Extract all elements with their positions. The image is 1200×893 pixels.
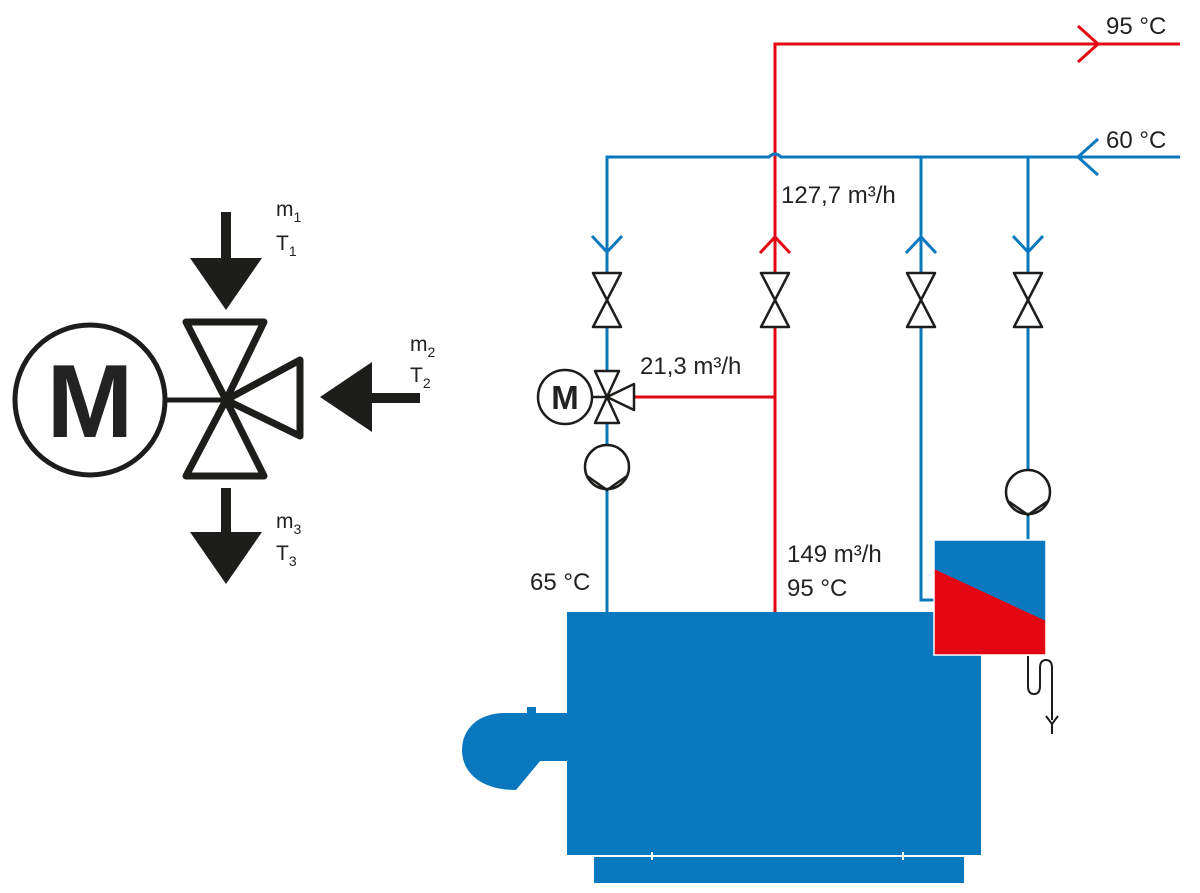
boiler-schematic: M bbox=[462, 13, 1180, 883]
circulation-pump-left bbox=[583, 443, 631, 492]
hx-return-pipe bbox=[919, 157, 934, 602]
inlet1-mass-label: m1 bbox=[276, 198, 302, 225]
valve-body-top bbox=[182, 318, 268, 404]
outlet-mass-label: m3 bbox=[276, 510, 302, 537]
boiler-flow-label: 149 m³/h bbox=[787, 541, 882, 568]
motor-letter: M bbox=[47, 344, 134, 460]
flow-chevron-left-branch bbox=[590, 234, 624, 255]
circulation-pump-hx bbox=[1004, 468, 1052, 517]
supply-outlet-arrowhead bbox=[1076, 24, 1101, 64]
return-main-pipe bbox=[605, 152, 1180, 612]
inlet-arrow-top bbox=[190, 212, 262, 310]
shutoff-valve-pump bbox=[1012, 271, 1044, 329]
inlet-arrow-right bbox=[320, 362, 420, 432]
inlet2-mass-label: m2 bbox=[410, 333, 436, 360]
valve-body-bottom bbox=[182, 396, 268, 480]
supply-flow-label: 127,7 m³/h bbox=[781, 182, 896, 209]
mixing-valve-motor-letter: M bbox=[551, 379, 579, 416]
return-inlet-arrowhead bbox=[1075, 137, 1100, 177]
boiler-outlet-temp-label: 95 °C bbox=[787, 575, 847, 602]
shutoff-valve-supply bbox=[759, 271, 791, 329]
motorized-mixing-valve: M bbox=[536, 368, 636, 426]
mixing-valve-motor bbox=[536, 368, 594, 426]
inlet1-temp-label: T1 bbox=[276, 232, 297, 259]
flow-chevron-hx-branch bbox=[904, 234, 938, 255]
boiler-body bbox=[567, 612, 981, 855]
flue-gas-heat-exchanger bbox=[933, 539, 1047, 656]
bypass-flow-label: 21,3 m³/h bbox=[640, 353, 741, 380]
return-temp-label: 60 °C bbox=[1106, 127, 1166, 154]
shutoff-valve-left bbox=[591, 271, 623, 329]
mixing-valve-symbol: M m1 T1 m2 T2 m3 T3 bbox=[12, 198, 436, 584]
flow-chevron-pump-branch bbox=[1011, 234, 1045, 255]
boiler-base bbox=[594, 857, 964, 883]
outlet-temp-label: T3 bbox=[276, 542, 297, 569]
flow-chevron-supply-branch bbox=[758, 234, 792, 255]
outlet-arrow-bottom bbox=[190, 488, 262, 584]
valve-body-side bbox=[222, 356, 304, 440]
condensate-trap bbox=[1027, 656, 1059, 734]
supply-main-pipe bbox=[773, 42, 1180, 612]
burner bbox=[462, 713, 546, 790]
boiler-inlet-temp-label: 65 °C bbox=[530, 569, 590, 596]
boiler bbox=[462, 612, 981, 883]
supply-temp-label: 95 °C bbox=[1106, 13, 1166, 40]
inlet2-temp-label: T2 bbox=[410, 364, 431, 391]
shutoff-valve-hx bbox=[905, 271, 937, 329]
